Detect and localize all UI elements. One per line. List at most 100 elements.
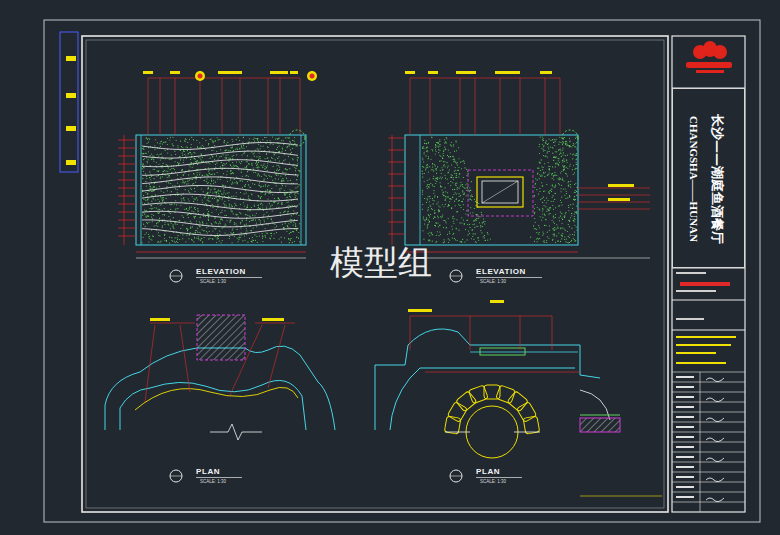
- hatch-dot: [203, 230, 204, 231]
- hatch-dot: [232, 147, 233, 148]
- hatch-dot: [287, 211, 288, 212]
- hatch-dot: [196, 197, 197, 198]
- hatch-dot: [563, 170, 564, 171]
- hatch-dot: [285, 172, 286, 173]
- hatch-dot: [574, 184, 575, 185]
- hatch-dot: [206, 223, 207, 224]
- hatch-dot: [237, 183, 238, 184]
- hatch-dot: [215, 167, 216, 168]
- hatch-dot: [262, 241, 263, 242]
- hatch-dot: [479, 216, 480, 217]
- hatch-dot: [293, 224, 294, 225]
- hatch-dot: [149, 208, 150, 209]
- hatch-dot: [188, 174, 189, 175]
- hatch-dot: [552, 205, 553, 206]
- hatch-dot: [181, 195, 182, 196]
- hatch-dot: [148, 236, 149, 237]
- hatch-dot: [267, 157, 268, 158]
- hatch-dot: [262, 233, 263, 234]
- hatch-dot: [183, 175, 184, 176]
- hatch-dot: [271, 235, 272, 236]
- hatch-dot: [223, 185, 224, 186]
- hatch-dot: [555, 174, 556, 175]
- hatch-dot: [197, 232, 198, 233]
- hatch-dot: [160, 176, 161, 177]
- hatch-dot: [565, 141, 566, 142]
- hatch-dot: [224, 215, 225, 216]
- hatch-dot: [226, 174, 227, 175]
- hatch-dot: [251, 194, 252, 195]
- hatch-dot: [211, 212, 212, 213]
- hatch-dot: [164, 142, 165, 143]
- wave-panel-line: [142, 151, 298, 158]
- hatch-dot: [208, 220, 209, 221]
- hatch-dot: [198, 238, 199, 239]
- hatch-dot: [272, 194, 273, 195]
- hatch-dot: [562, 165, 563, 166]
- hatch-dot: [299, 203, 300, 204]
- hatch-dot: [147, 139, 148, 140]
- hatch-dot: [216, 151, 217, 152]
- hatch-dot: [220, 219, 221, 220]
- hatch-dot: [170, 137, 171, 138]
- hatch-dot: [269, 176, 270, 177]
- hatch-dot: [270, 206, 271, 207]
- hatch-dot: [284, 194, 285, 195]
- hatch-dot: [298, 232, 299, 233]
- hatch-dot: [232, 182, 233, 183]
- hatch-dot: [169, 212, 170, 213]
- hatch-dot: [150, 239, 151, 240]
- strip-mark: [66, 56, 76, 61]
- hatch-dot: [230, 179, 231, 180]
- hatch-dot: [249, 221, 250, 222]
- hatch-dot: [232, 233, 233, 234]
- hatch-dot: [191, 154, 192, 155]
- hatch-dot: [246, 166, 247, 167]
- hatch-dot: [146, 153, 147, 154]
- hatch-dot: [152, 218, 153, 219]
- hatch-dot: [247, 242, 248, 243]
- hatch-dot: [186, 208, 187, 209]
- hatch-dot: [258, 162, 259, 163]
- hatch-dot: [561, 217, 562, 218]
- hatch-dot: [204, 180, 205, 181]
- hatch-dot: [152, 235, 153, 236]
- hatch-dot: [276, 185, 277, 186]
- hatch-dot: [275, 178, 276, 179]
- hatch-dot: [194, 173, 195, 174]
- hatch-dot: [168, 182, 169, 183]
- hatch-dot: [144, 203, 145, 204]
- hatch-dot: [555, 141, 556, 142]
- elevation-left: [118, 71, 317, 258]
- hatch-dot: [201, 153, 202, 154]
- hatch-dot: [172, 137, 173, 138]
- hatch-dot: [276, 149, 277, 150]
- hatch-dot: [570, 184, 571, 185]
- hatch-dot: [270, 140, 271, 141]
- hatch-dot: [259, 182, 260, 183]
- grid-line: [672, 452, 745, 453]
- hatch-dot: [422, 230, 423, 231]
- hatch-dot: [194, 237, 195, 238]
- hatch-dot: [470, 212, 471, 213]
- hatch-dot: [450, 156, 451, 157]
- hatch-dot: [250, 230, 251, 231]
- hatch-dot: [216, 242, 217, 243]
- hatch-dot: [168, 224, 169, 225]
- hatch-dot: [264, 168, 265, 169]
- hatch-dot: [160, 178, 161, 179]
- hatch-dot: [242, 180, 243, 181]
- hatch-dot: [547, 209, 548, 210]
- hatch-dot: [289, 194, 290, 195]
- hatch-dot: [172, 240, 173, 241]
- section-bubble: [195, 71, 205, 81]
- hatch-dot: [260, 220, 261, 221]
- hatch-dot: [151, 176, 152, 177]
- hatch-dot: [214, 228, 215, 229]
- hatch-dot: [253, 139, 254, 140]
- hatch-dot: [290, 196, 291, 197]
- hatch-dot: [170, 183, 171, 184]
- hatch-dot: [220, 179, 221, 180]
- hatch-dot: [534, 187, 535, 188]
- hatch-dot: [230, 150, 231, 151]
